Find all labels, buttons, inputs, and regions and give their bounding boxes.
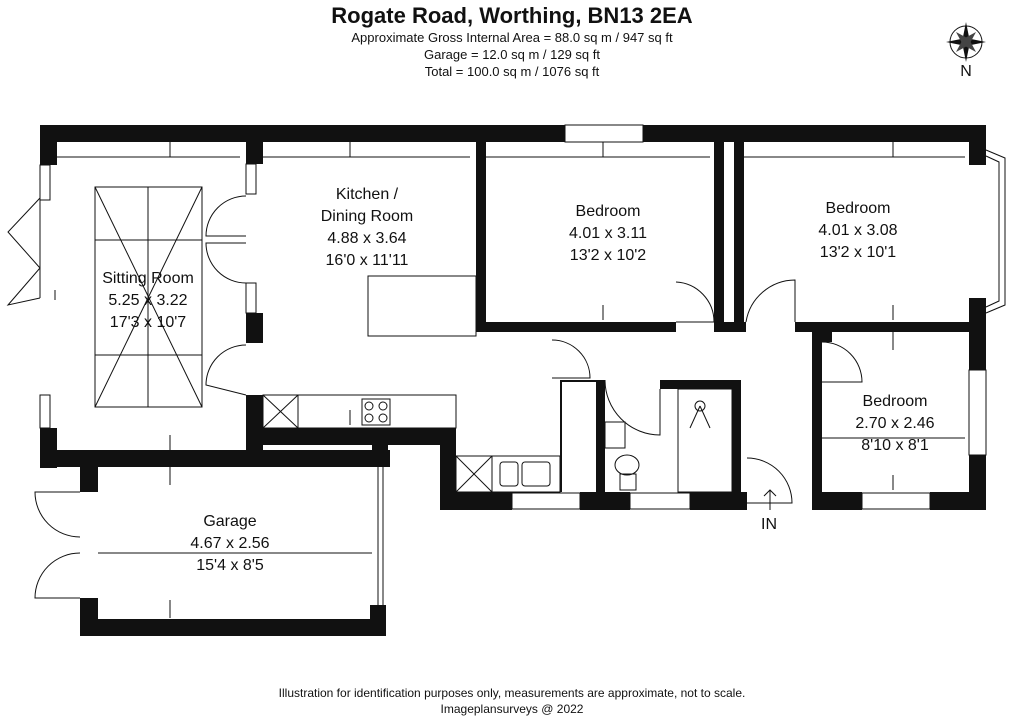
room-metric: 4.01 x 3.08 — [818, 222, 897, 239]
fixtures — [94, 186, 777, 510]
room-metric: 4.88 x 3.64 — [327, 230, 406, 247]
disclaimer-text: Illustration for identification purposes… — [278, 686, 746, 700]
room-imperial: 8'10 x 8'1 — [861, 437, 929, 454]
page-title: Rogate Road, Worthing, BN13 2EA — [331, 3, 693, 28]
room-name: Bedroom — [826, 200, 891, 217]
windows — [39, 124, 1006, 605]
room-imperial: 13'2 x 10'2 — [570, 247, 646, 264]
room-name: Kitchen / — [336, 186, 399, 203]
doors — [6, 195, 863, 599]
room-imperial: 13'2 x 10'1 — [820, 244, 896, 261]
room-imperial: 15'4 x 8'5 — [196, 557, 264, 574]
dimension-arrows — [54, 142, 965, 618]
entrance-label: IN — [761, 516, 777, 533]
room-bedroom-1: Bedroom 4.01 x 3.11 13'2 x 10'2 — [569, 203, 647, 264]
room-metric: 2.70 x 2.46 — [855, 415, 934, 432]
total-area-text: Total = 100.0 sq m / 1076 sq ft — [424, 64, 600, 79]
room-imperial: 16'0 x 11'11 — [326, 252, 409, 269]
garage-area-text: Garage = 12.0 sq m / 129 sq ft — [424, 47, 600, 62]
walls — [40, 125, 986, 636]
room-sitting: Sitting Room 5.25 x 3.22 17'3 x 10'7 — [102, 270, 194, 331]
room-imperial: 17'3 x 10'7 — [110, 314, 186, 331]
room-name: Sitting Room — [102, 270, 194, 287]
room-bedroom-3: Bedroom 2.70 x 2.46 8'10 x 8'1 — [855, 393, 934, 454]
room-name: Bedroom — [863, 393, 928, 410]
compass-north-label: N — [960, 63, 972, 80]
room-metric: 5.25 x 3.22 — [108, 292, 187, 309]
room-garage: Garage 4.67 x 2.56 15'4 x 8'5 — [190, 513, 269, 574]
room-metric: 4.67 x 2.56 — [190, 535, 269, 552]
room-name: Bedroom — [576, 203, 641, 220]
room-kitchen: Kitchen / Dining Room 4.88 x 3.64 16'0 x… — [321, 186, 413, 269]
gross-area-text: Approximate Gross Internal Area = 88.0 s… — [351, 30, 673, 45]
header: Rogate Road, Worthing, BN13 2EA Approxim… — [0, 0, 1024, 80]
credit-text: Imageplansurveys @ 2022 — [440, 702, 584, 716]
room-name-line2: Dining Room — [321, 208, 413, 225]
footer: Illustration for identification purposes… — [0, 685, 1024, 717]
room-name: Garage — [203, 513, 256, 530]
compass-rose-icon — [946, 22, 986, 62]
room-bedroom-2: Bedroom 4.01 x 3.08 13'2 x 10'1 — [818, 200, 897, 261]
room-metric: 4.01 x 3.11 — [569, 225, 647, 242]
